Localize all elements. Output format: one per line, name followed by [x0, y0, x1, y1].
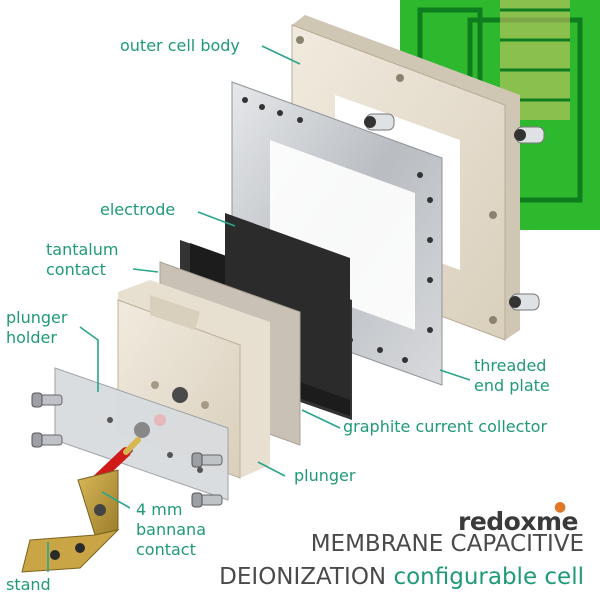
- leader-plunger-holder: [79, 326, 99, 392]
- label-graphite-current-collector: graphite current collector: [343, 417, 548, 436]
- label-tantalum-contact: tantalum contact: [46, 240, 119, 279]
- brand-logo-part: redox: [457, 507, 536, 536]
- leader-outer-cell-body: [261, 45, 301, 65]
- label-stand: stand: [6, 575, 51, 594]
- title-line-2: DEIONIZATION configurable cell: [219, 564, 584, 590]
- leader-plunger: [257, 461, 286, 477]
- label-plunger-holder: plunger holder: [6, 308, 68, 347]
- title-line-2-accent: configurable cell: [393, 564, 584, 590]
- label-threaded-end-plate: threaded end plate: [474, 356, 550, 395]
- label-plunger: plunger: [294, 466, 356, 485]
- screws: [31, 392, 223, 508]
- brand-logo: redoxme●: [457, 499, 579, 536]
- brand-logo-part: e: [561, 507, 579, 536]
- brand-dot-icon: ●: [553, 499, 566, 515]
- label-banana-contact: 4 mm bannana contact: [136, 500, 206, 559]
- leader-lines: [47, 45, 471, 572]
- title-line-2-main: DEIONIZATION: [219, 564, 387, 590]
- leader-electrode: [197, 211, 236, 227]
- brand-logo-m: m: [535, 507, 562, 536]
- label-electrode: electrode: [100, 200, 176, 219]
- title-line-1: MEMBRANE CAPACITIVE: [310, 531, 584, 557]
- leader-tantalum-contact: [132, 268, 159, 273]
- leader-graphite-collector: [301, 409, 341, 429]
- leader-banana-contact: [101, 491, 131, 509]
- plunger-holder-plate: [54, 367, 229, 501]
- label-outer-cell-body: outer cell body: [120, 36, 240, 55]
- leader-threaded-end-plate: [439, 369, 471, 381]
- brass-stand: [21, 469, 120, 573]
